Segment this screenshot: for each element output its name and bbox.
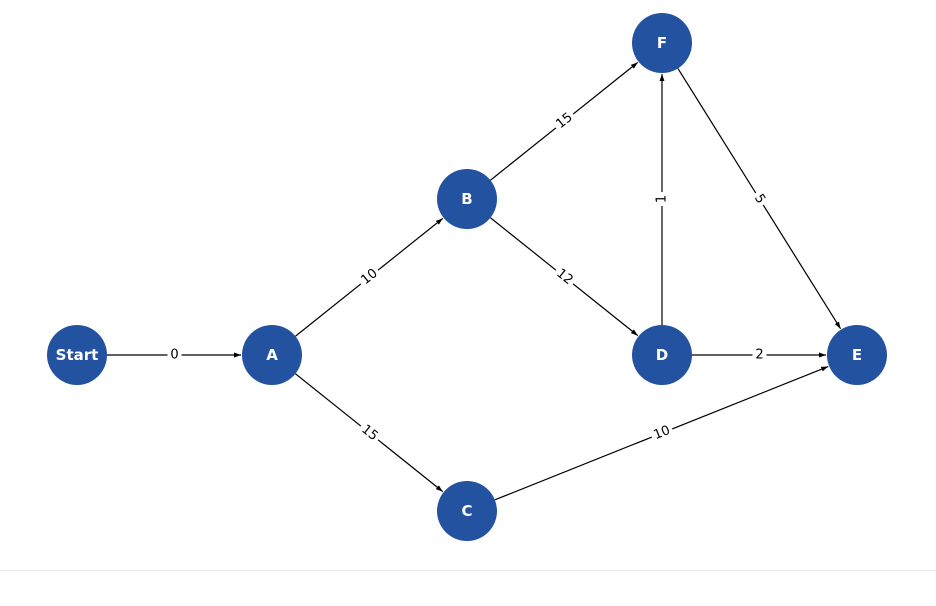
edge-label-d-e: 2 xyxy=(752,346,767,364)
node-circle xyxy=(437,481,497,541)
node-b: B xyxy=(437,169,497,229)
edge-label-f-e: 5 xyxy=(748,188,771,210)
node-e: E xyxy=(827,325,887,385)
edge-label-c-e: 10 xyxy=(648,420,676,446)
edge-label-background xyxy=(648,420,676,446)
node-circle xyxy=(827,325,887,385)
edges-layer xyxy=(107,61,842,501)
node-label: A xyxy=(266,346,278,364)
node-d: D xyxy=(632,325,692,385)
edge-label-a-c: 15 xyxy=(355,419,384,447)
edge-weight-text: 0 xyxy=(170,348,178,363)
bottom-divider xyxy=(0,570,936,571)
edge-label-background xyxy=(748,188,771,210)
edge-label-b-d: 12 xyxy=(550,263,579,291)
node-c: C xyxy=(437,481,497,541)
node-start: Start xyxy=(47,325,107,385)
edge-label-d-f: 1 xyxy=(653,192,671,206)
node-label: D xyxy=(656,346,668,364)
edge-label-background xyxy=(550,107,579,135)
node-circle xyxy=(437,169,497,229)
node-label: B xyxy=(461,190,472,208)
edge-label-a-b: 10 xyxy=(355,263,384,291)
node-label: Start xyxy=(56,346,99,364)
node-label: F xyxy=(657,34,667,52)
edge-label-b-f: 15 xyxy=(550,107,579,135)
edge-weight-text: 1 xyxy=(655,195,670,203)
edge-label-background xyxy=(167,346,182,364)
edge-weight-text: 10 xyxy=(652,423,673,443)
edge-label-background xyxy=(752,346,767,364)
node-label: C xyxy=(461,502,472,520)
edge-label-background xyxy=(355,419,384,447)
node-a: A xyxy=(242,325,302,385)
edge-label-background xyxy=(550,263,579,291)
nodes-layer: Start A B C D E F xyxy=(47,13,887,541)
node-circle xyxy=(632,13,692,73)
edge-label-background xyxy=(653,192,671,206)
node-circle xyxy=(632,325,692,385)
node-label: E xyxy=(852,346,862,364)
edge-weight-text: 2 xyxy=(755,348,763,363)
edge-label-background xyxy=(355,263,384,291)
node-f: F xyxy=(632,13,692,73)
node-circle xyxy=(47,325,107,385)
node-circle xyxy=(242,325,302,385)
edge-label-start-a: 0 xyxy=(167,346,182,364)
